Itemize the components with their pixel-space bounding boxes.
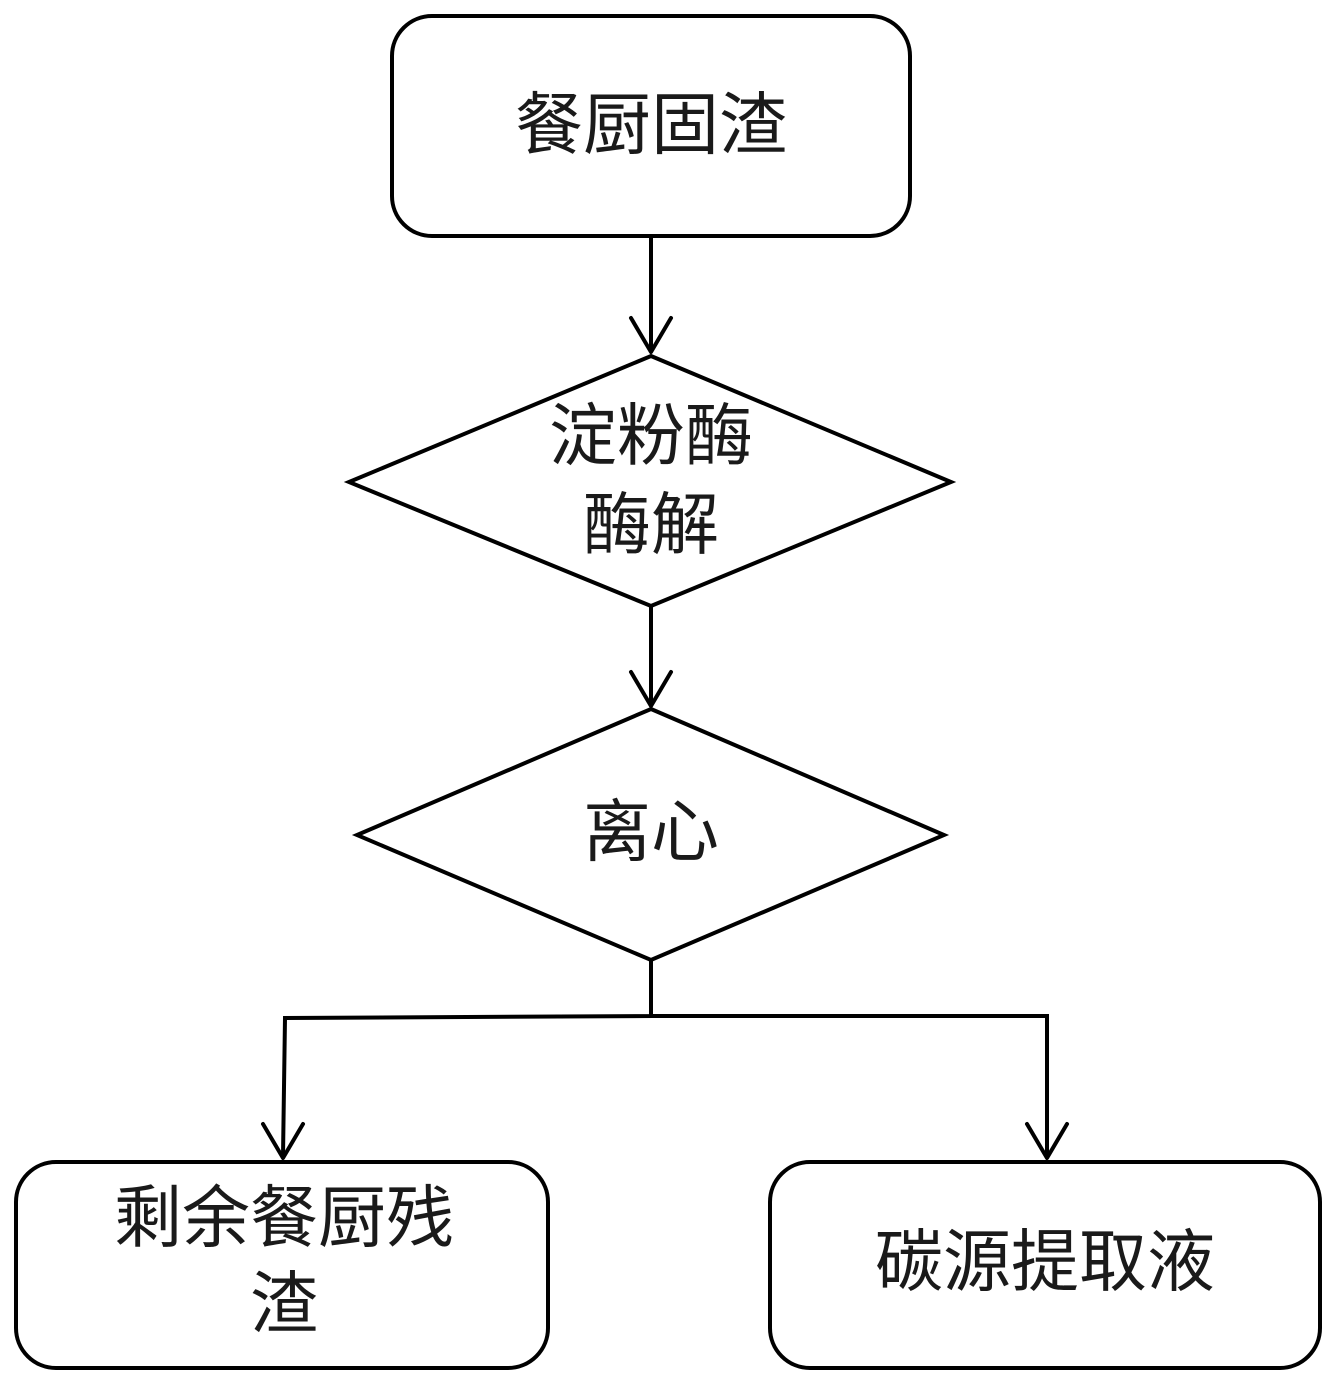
node-food-waste-solids: 餐厨固渣 xyxy=(390,14,912,238)
edge-centrifuge-split xyxy=(261,960,1069,1160)
node-residual-waste-line1: 剩余餐厨残 xyxy=(114,1180,454,1259)
node-centrifuge: 离心 xyxy=(351,706,950,963)
node-residual-waste-line2: 渣 xyxy=(250,1266,318,1345)
node-centrifuge-label: 离心 xyxy=(583,794,719,873)
edge-hydrolysis-to-centrifuge xyxy=(629,606,673,708)
edge-solids-to-hydrolysis xyxy=(629,238,673,354)
node-amylase-hydrolysis-line2: 酶解 xyxy=(583,487,719,566)
node-carbon-extract-label: 碳源提取液 xyxy=(875,1224,1215,1303)
node-amylase-hydrolysis: 淀粉酶 酶解 xyxy=(343,353,957,609)
node-food-waste-solids-label: 餐厨固渣 xyxy=(515,87,787,166)
node-residual-waste: 剩余餐厨残 渣 xyxy=(14,1160,550,1370)
node-amylase-hydrolysis-line1: 淀粉酶 xyxy=(549,398,753,477)
node-carbon-extract: 碳源提取液 xyxy=(768,1160,1322,1370)
